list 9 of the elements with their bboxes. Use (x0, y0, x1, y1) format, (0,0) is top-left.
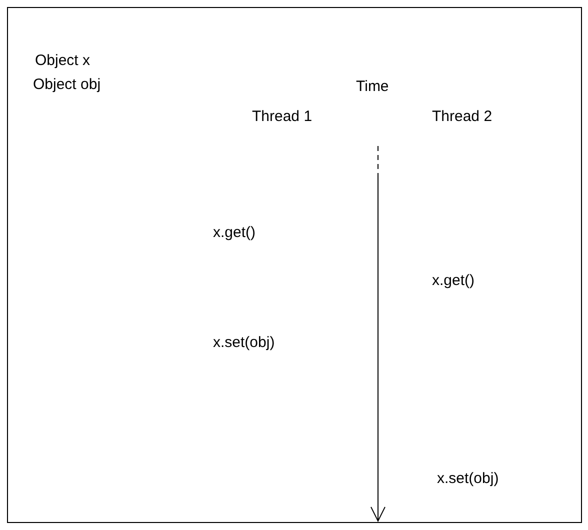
text-label: x.get() (213, 224, 256, 242)
text-label: Thread 2 (432, 108, 492, 126)
text-label: Object x (35, 52, 90, 70)
text-label: Object obj (33, 76, 101, 94)
text-label: Thread 1 (252, 108, 312, 126)
text-label: x.get() (432, 272, 475, 290)
text-label: x.set(obj) (437, 470, 499, 488)
text-label: x.set(obj) (213, 334, 275, 352)
text-label: Time (356, 78, 389, 96)
